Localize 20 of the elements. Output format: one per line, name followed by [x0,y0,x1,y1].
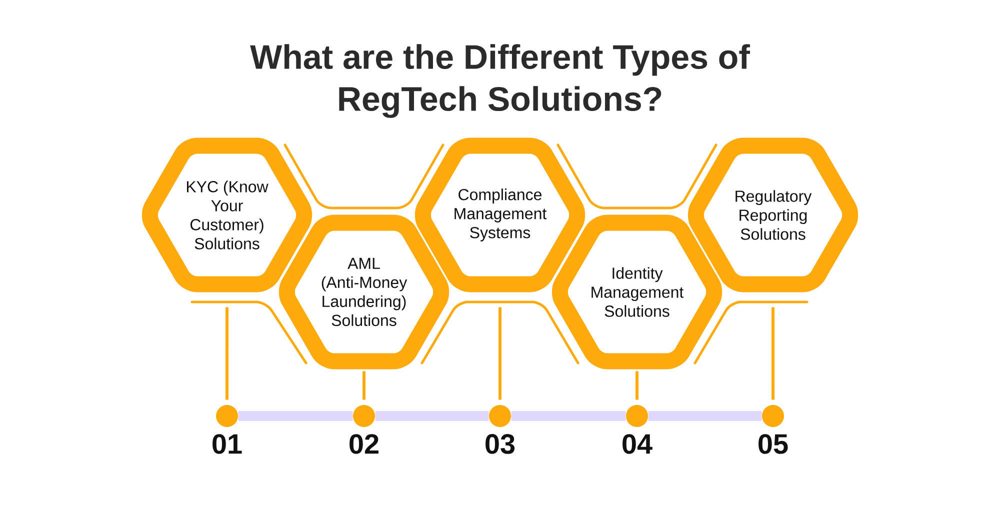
step-number: 04 [622,434,652,454]
step-number: 05 [758,434,788,454]
step-number: 03 [486,434,515,454]
hexagon: Identity Management Solutions [552,214,722,370]
connector-line [498,307,502,400]
connector-line [226,307,229,400]
step-number: 01 [212,434,242,454]
connector-line [362,371,366,400]
connector-line [772,307,774,400]
step-number: 02 [350,434,378,454]
timeline-bar [511,411,626,421]
timeline-bar [648,411,762,421]
hexagon: Compliance Management Systems [414,138,586,292]
title: What are the Different Types of RegTech Solutions? [250,44,750,118]
hexagon: Regulatory Reporting Solutions [688,138,858,292]
timeline-bar [375,411,489,421]
connector-line [636,371,638,400]
hexagon: AML (Anti-Money Laundering) Solutions [278,214,450,370]
hexagon: KYC (Know Your Customer) Solutions [142,138,312,292]
timeline-bar [238,411,353,421]
